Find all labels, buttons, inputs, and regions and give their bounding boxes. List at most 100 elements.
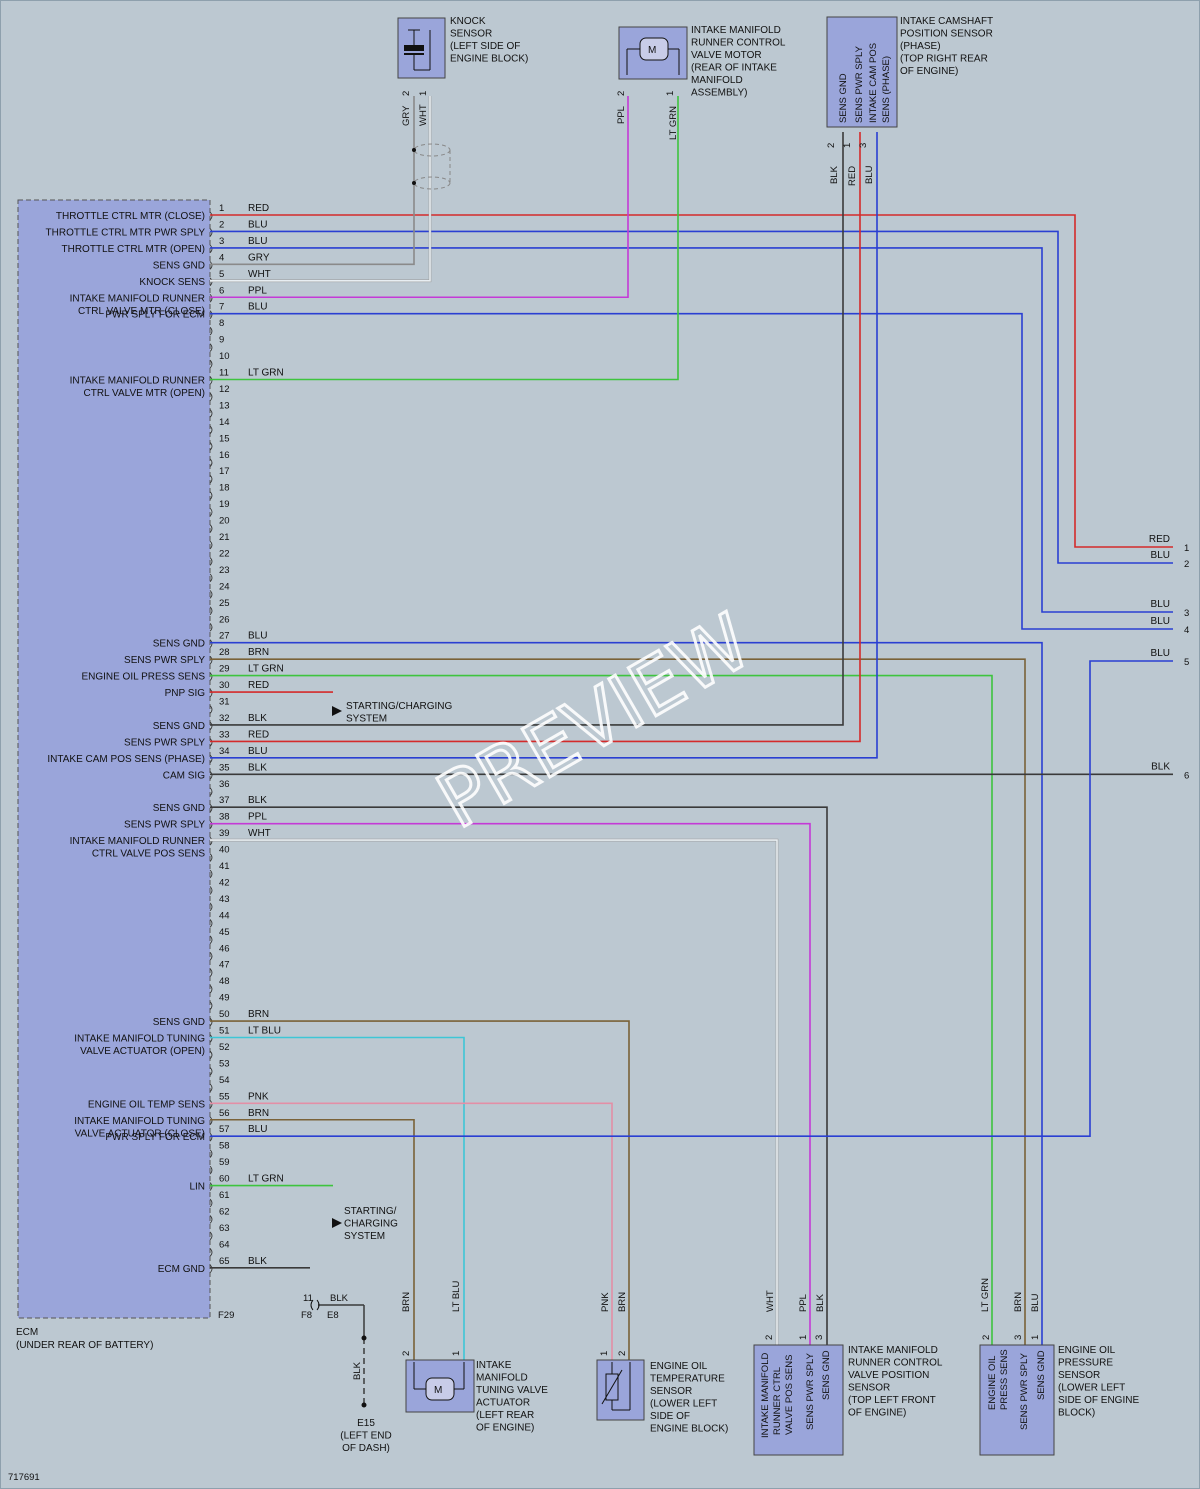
imrcpos-text-line-4: (TOP LEFT FRONT [848,1395,936,1406]
wire-28 [210,658,1026,1345]
wire-label-6: PPL [248,285,267,296]
pin-terminal [209,1017,213,1027]
right-conn-color-4: BLU [1151,616,1170,627]
ecm-label-51b: VALVE ACTUATOR (OPEN) [80,1046,205,1057]
wire-label-35: BLK [248,762,267,773]
ecm-label-2: THROTTLE CTRL MTR PWR SPLY [46,227,206,238]
imrcpos-wire-wht: WHT [765,1290,776,1312]
pin-terminal [209,622,213,632]
wire-label-32: BLK [248,713,267,724]
oilpress-inner-3: SENS PWR SPLY [1019,1352,1030,1430]
wire-3 [210,247,1173,613]
ecm-pin-18: 18 [219,483,230,494]
oiltemp-wire-brn: BRN [617,1292,628,1312]
right-conn-pin-4: 4 [1184,625,1189,636]
ecm-ground-connector: F29 [218,1310,234,1321]
ecm-pin-9: 9 [219,335,224,346]
ecm-label-1: THROTTLE CTRL MTR (CLOSE) [56,211,205,222]
imrc-wire-ltgrn: LT GRN [668,106,679,140]
cam-sensor-box [826,16,898,128]
right-conn-pin-5: 5 [1184,657,1189,668]
cam-wire-blu: BLU [864,165,875,184]
imrcpos-wire-ppl: PPL [798,1294,809,1312]
ecm-pin-26: 26 [219,614,230,625]
thermistor-icon [601,1362,631,1411]
ecm-pin-numbers: 1234567891011121314151617181920212223242… [209,203,230,1274]
pin-terminal [209,590,213,599]
oilpress-text-line-4: SIDE OF ENGINE [1058,1395,1139,1406]
pin-terminal [209,376,213,385]
oilpress-pin-1: 1 [1030,1335,1041,1340]
ecm-label-33: SENS PWR SPLY [124,737,205,748]
wire-label-5: WHT [248,269,271,280]
wire-6 [210,96,629,299]
oiltemp-wire-pnk: PNK [600,1292,611,1312]
pin-terminal [209,1100,213,1109]
imt-wire-ltblu: LT BLU [451,1281,462,1312]
ecm-pin-19: 19 [219,499,230,510]
actuator-motor-icon: M [413,1362,465,1401]
ecm-pin-21: 21 [219,532,230,543]
pin-terminal [209,1001,213,1010]
ecm-pin-56: 56 [219,1108,230,1119]
imrcpos-text-line-3: SENSOR [848,1383,890,1394]
oil-press-box [979,1344,1055,1456]
wire-label-38: PPL [248,812,267,823]
cam-text-line-1: POSITION SENSOR [900,29,993,40]
imrc-text-line-0: INTAKE MANIFOLD [691,25,781,36]
ecm-pin-labels: THROTTLE CTRL MTR (CLOSE) THROTTLE CTRL M… [46,211,206,1275]
ecm-label-6b: CTRL VALVE MTR (CLOSE) [78,306,205,317]
pin-terminal [209,1248,213,1257]
ecm-label-34: INTAKE CAM POS SENS (PHASE) [47,754,205,765]
pin-terminal [209,1165,213,1175]
pin-terminal [209,606,213,616]
cam-text-line-3: (TOP RIGHT REAR [900,54,988,65]
wire-label-51: LT BLU [248,1026,281,1037]
imt-text-line-2: TUNING VALVE [476,1385,548,1396]
ground-text-line-1: (LEFT END [340,1431,392,1442]
ecm-pin-63: 63 [219,1223,230,1234]
knock-pin-1: 1 [418,91,429,96]
svg-text:M: M [434,1385,442,1396]
wire-11 [210,96,679,381]
ecm-pin-58: 58 [219,1141,230,1152]
pin-terminal [209,919,213,928]
ecm-pin-15: 15 [219,433,230,444]
ecm-pin-50: 50 [219,1009,230,1020]
wire-label-28: BRN [248,647,269,658]
ecm-pin-14: 14 [219,417,230,428]
ecm-label-39b: CTRL VALVE POS SENS [92,849,206,860]
motor-icon: M [626,37,680,75]
pin-terminal [209,343,213,352]
pin-terminal [209,902,213,912]
right-conn-color-6: BLK [1151,761,1170,772]
start2-text-line-1: CHARGING [344,1219,398,1230]
imt-text-line-5: OF ENGINE) [476,1423,534,1434]
arrow-icon [332,706,342,1228]
ecm-pin-48: 48 [219,976,230,987]
pin-terminal [209,1034,213,1043]
ecm-label-4: SENS GND [153,260,205,271]
cam-pin-2: 2 [826,143,837,148]
pin-terminal [209,458,213,468]
pin-terminal [209,639,213,648]
pin-terminal [209,261,213,270]
ecm-label-27: SENS GND [153,639,205,650]
ecm-pin-42: 42 [219,877,230,888]
ecm-pin-47: 47 [219,960,230,971]
pin-terminal [209,935,213,945]
ecm-pin-64: 64 [219,1239,230,1250]
wire-label-65: BLK [248,1256,267,1267]
pin-terminal [209,228,213,237]
pin-terminal [209,853,213,862]
pin-terminal [209,573,213,583]
oilpress-inner-1: ENGINE OIL [987,1356,998,1410]
wire-2 [210,230,1173,564]
imt-text-line-0: INTAKE [476,1360,512,1371]
ecm-label-11b: CTRL VALVE MTR (OPEN) [84,388,206,399]
ecm-label-30: PNP SIG [165,688,206,699]
